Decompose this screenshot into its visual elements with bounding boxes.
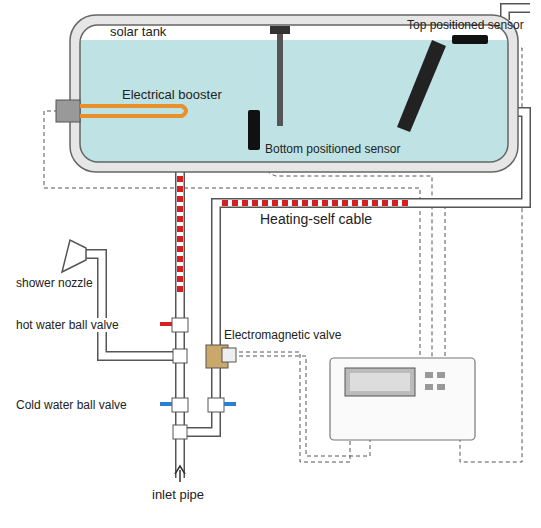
tank-insulation: [70, 15, 518, 172]
part-label: Bottom positioned sensor: [263, 142, 402, 156]
bottom-sensor: [248, 110, 260, 150]
hot-valve-handle: [160, 322, 172, 326]
anode-rod: [277, 26, 283, 126]
tee: [173, 349, 187, 363]
part-label: hot water ball valve: [14, 318, 121, 332]
part-label: Electromagnetic valve: [222, 328, 343, 342]
tank-title: solar tank: [110, 24, 166, 39]
part-label: Top positioned sensor: [405, 18, 526, 32]
controller-display: [345, 368, 415, 396]
controller-screen: [350, 373, 410, 391]
hot-valve-body: [172, 318, 188, 332]
tank-inner: [80, 25, 508, 162]
cold-valve-body: [172, 398, 188, 412]
heating-cable: [180, 176, 410, 292]
cold-valve-handle: [160, 402, 172, 406]
tank-inner-wall: [80, 25, 508, 162]
part-label: Cold water ball valve: [14, 398, 129, 412]
tank-node: solar tank: [110, 24, 166, 39]
controller-buttons: [425, 372, 445, 390]
tank-water: [80, 40, 508, 162]
branch-valve-handle: [224, 402, 236, 406]
branch-valve-body: [208, 398, 224, 412]
part-label: inlet pipe: [150, 488, 206, 502]
booster-element: [80, 106, 186, 116]
inlet-arrow: [175, 466, 185, 482]
part-label: shower nozzle: [14, 276, 95, 290]
booster-head: [56, 100, 80, 122]
solenoid-coil: [222, 348, 236, 362]
controller-box: [330, 358, 475, 440]
inlet-tube: [397, 40, 446, 132]
part-label: Electrical booster: [120, 88, 224, 102]
rod-cap: [270, 26, 290, 34]
shower-nozzle: [62, 240, 86, 272]
tee: [173, 425, 187, 439]
part-label: Heating-self cable: [258, 212, 374, 226]
top-sensor: [452, 35, 488, 44]
